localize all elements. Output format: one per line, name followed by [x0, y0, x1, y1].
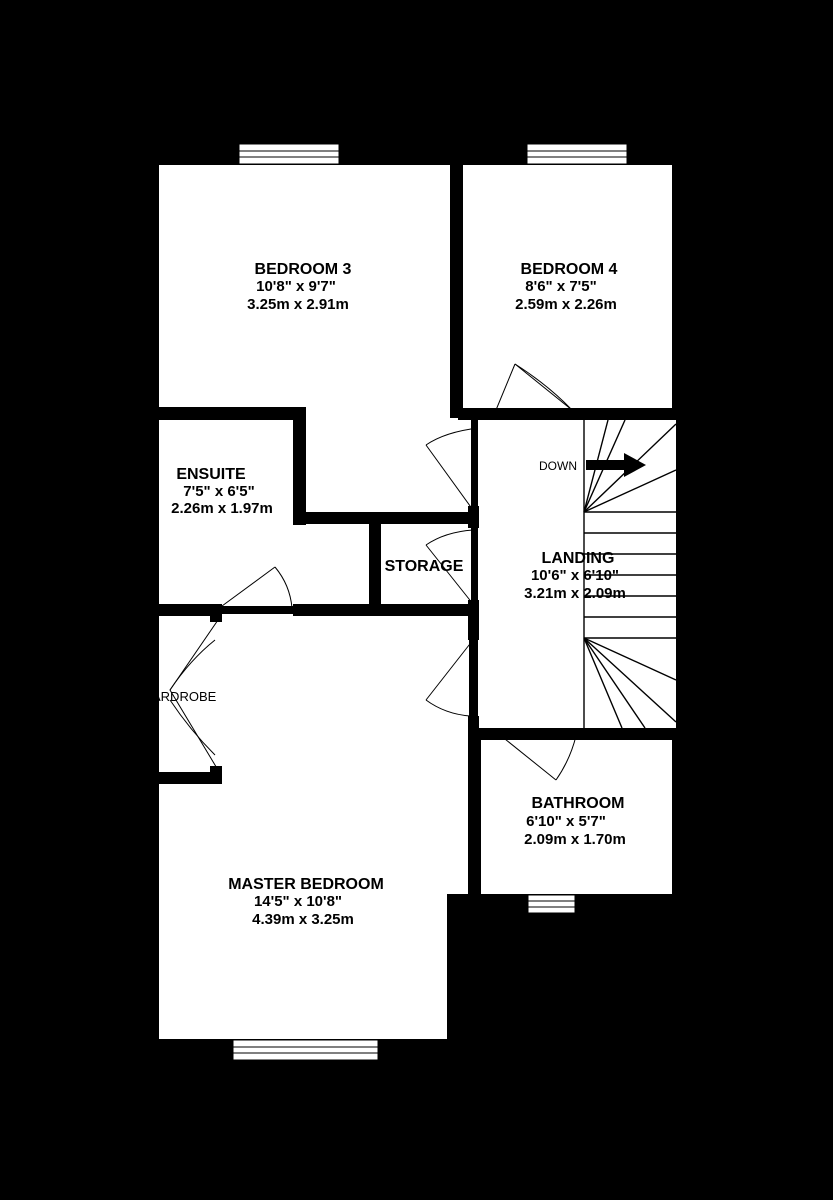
- bedroom4-name: BEDROOM 4: [521, 261, 618, 278]
- bathroom-metric: 2.09m x 1.70m: [524, 831, 626, 848]
- room-labels: BEDROOM 3 10'8" x 9'7" 3.25m x 2.91m BED…: [152, 261, 626, 928]
- bedroom3-imperial: 10'8" x 9'7": [256, 278, 336, 295]
- master-imperial: 14'5" x 10'8": [254, 893, 342, 910]
- landing-name: LANDING: [542, 550, 615, 567]
- bedroom3-name: BEDROOM 3: [255, 261, 352, 278]
- door-bedroom4: [495, 363, 573, 411]
- landing-imperial: 10'6" x 6'10": [531, 567, 619, 584]
- stairs-down-label: DOWN: [539, 459, 577, 473]
- master-floor: [159, 614, 469, 1039]
- bedroom4-imperial: 8'6" x 7'5": [525, 278, 596, 295]
- storage-name: STORAGE: [385, 558, 464, 575]
- ensuite-name: ENSUITE: [176, 466, 246, 483]
- ensuite-imperial: 7'5" x 6'5": [183, 483, 254, 500]
- door-bedroom3: [425, 427, 479, 511]
- staircase: [583, 419, 677, 729]
- window-bedroom4: [526, 143, 628, 165]
- bedroom3-floor: [159, 165, 450, 410]
- door-master: [425, 639, 474, 717]
- window-master: [232, 1039, 379, 1061]
- bathroom-imperial: 6'10" x 5'7": [526, 813, 606, 830]
- walls: [150, 160, 678, 1044]
- doors: [169, 363, 577, 781]
- bedroom4-metric: 2.59m x 2.26m: [515, 296, 617, 313]
- landing-floor: [478, 420, 586, 728]
- bedroom4-floor: [463, 165, 672, 408]
- door-storage: [425, 529, 474, 605]
- door-wardrobe: [169, 619, 219, 771]
- bedroom3-metric: 3.25m x 2.91m: [247, 296, 349, 313]
- door-bathroom: [499, 734, 577, 781]
- master-metric: 4.39m x 3.25m: [252, 911, 354, 928]
- storage-floor: [381, 524, 471, 606]
- arrow-right-icon: [586, 453, 646, 477]
- door-ensuite: [221, 566, 293, 609]
- windows: [232, 143, 628, 1061]
- room-floors: [159, 165, 676, 1039]
- window-bedroom3: [238, 143, 340, 165]
- bathroom-floor: [481, 740, 672, 894]
- master-name: MASTER BEDROOM: [228, 876, 384, 893]
- wardrobe-name: ARDROBE: [152, 689, 217, 704]
- window-bathroom: [527, 894, 576, 914]
- landing-metric: 3.21m x 2.09m: [524, 585, 626, 602]
- bathroom-name: BATHROOM: [531, 795, 624, 812]
- ensuite-metric: 2.26m x 1.97m: [171, 500, 273, 517]
